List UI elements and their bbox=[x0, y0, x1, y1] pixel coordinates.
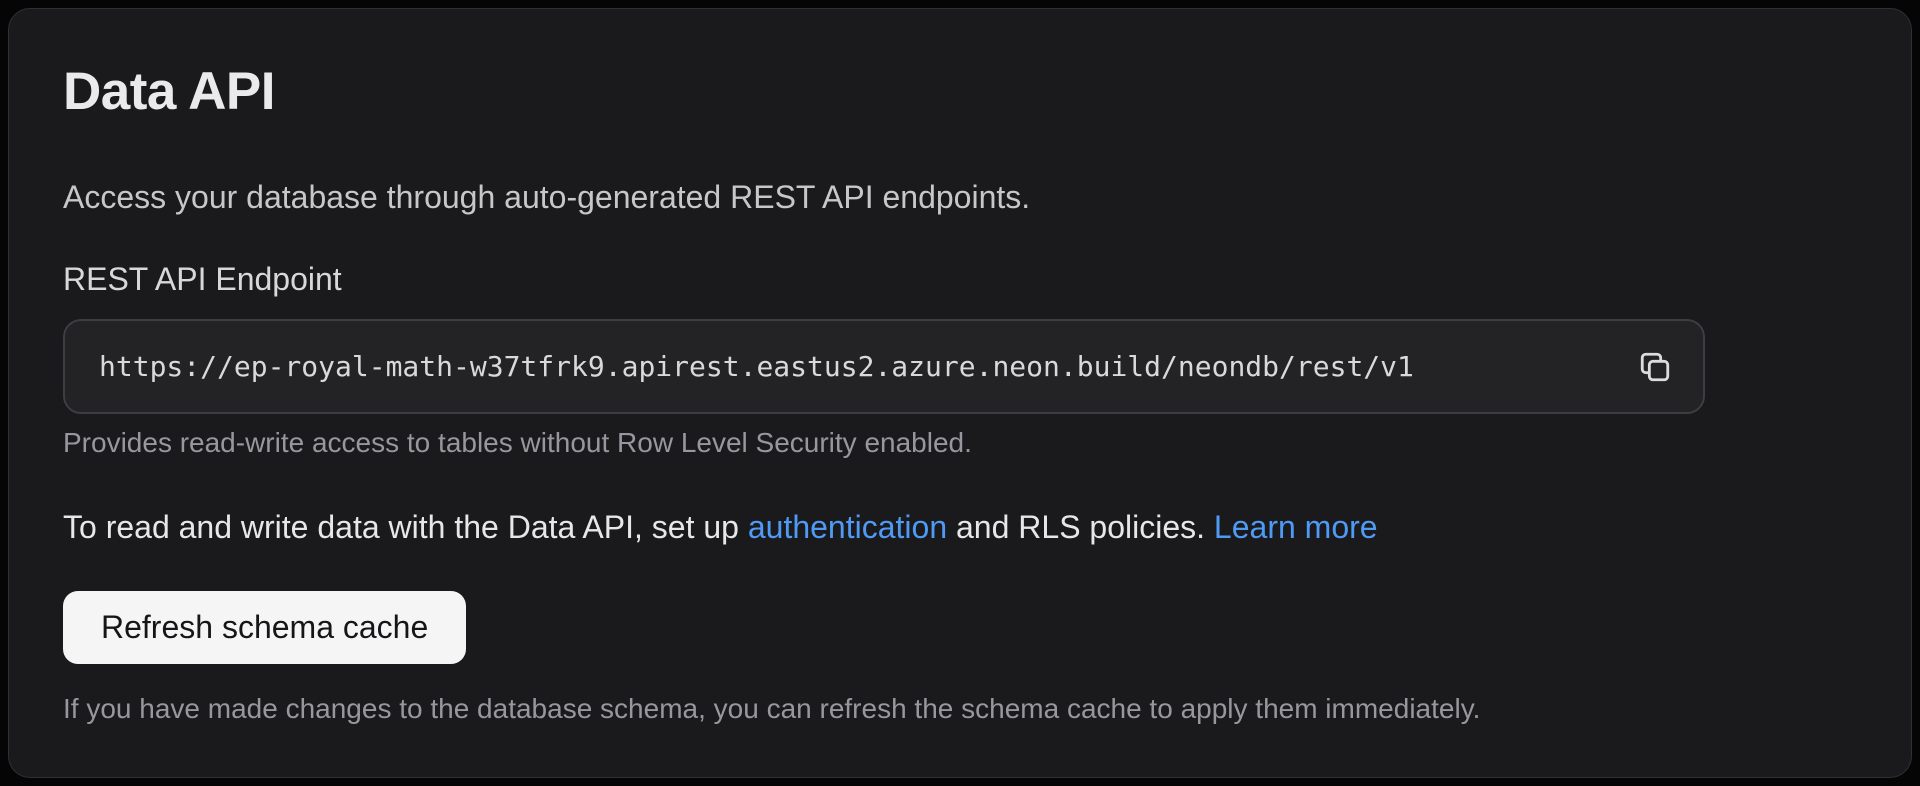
rls-note-middle: and RLS policies. bbox=[947, 509, 1214, 545]
copy-button[interactable] bbox=[1631, 343, 1679, 391]
endpoint-url: https://ep-royal-math-w37tfrk9.apirest.e… bbox=[99, 350, 1414, 383]
refresh-schema-cache-button[interactable]: Refresh schema cache bbox=[63, 591, 467, 664]
page-title: Data API bbox=[63, 62, 276, 121]
endpoint-label: REST API Endpoint bbox=[63, 261, 342, 297]
rls-note: To read and write data with the Data API… bbox=[63, 509, 1378, 546]
page-description: Access your database through auto-genera… bbox=[63, 179, 1031, 215]
refresh-helper-text: If you have made changes to the database… bbox=[63, 693, 1481, 724]
endpoint-helper-text: Provides read-write access to tables wit… bbox=[63, 427, 972, 458]
endpoint-field: https://ep-royal-math-w37tfrk9.apirest.e… bbox=[63, 319, 1705, 414]
rls-note-prefix: To read and write data with the Data API… bbox=[63, 509, 748, 545]
copy-icon bbox=[1638, 350, 1672, 384]
data-api-card: Data API Access your database through au… bbox=[8, 8, 1912, 778]
learn-more-link[interactable]: Learn more bbox=[1213, 509, 1378, 545]
authentication-link[interactable]: authentication bbox=[747, 509, 948, 545]
